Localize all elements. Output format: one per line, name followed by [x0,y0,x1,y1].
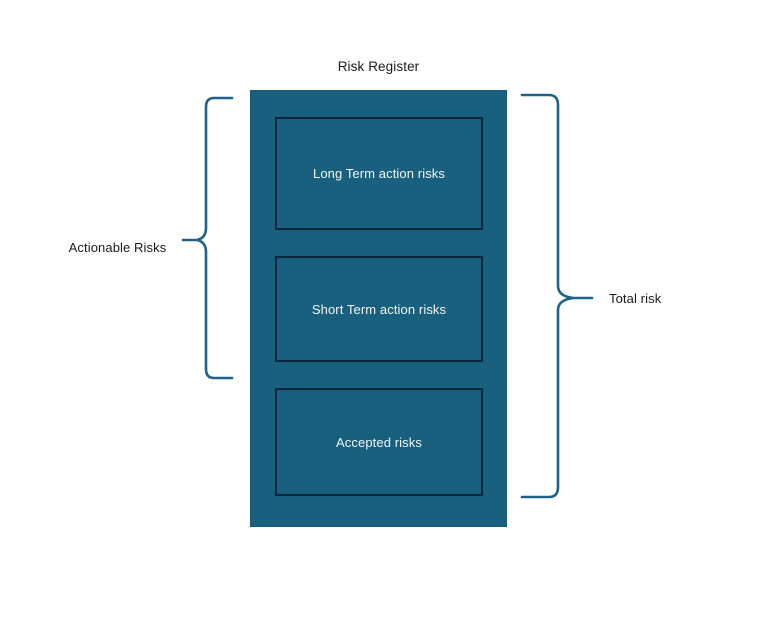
risk-box-accepted[interactable]: Accepted risks [275,388,483,496]
label-total-risk: Total risk [609,291,662,306]
risk-box-label: Short Term action risks [311,301,447,317]
risk-box-label: Long Term action risks [312,166,446,181]
label-actionable-risks: Actionable Risks [68,240,167,255]
risk-box-label: Accepted risks [336,434,422,450]
page-title: Risk Register [337,59,420,74]
risk-box-long-term[interactable]: Long Term action risks [275,117,483,230]
left-curly-brace-icon [195,96,234,380]
right-curly-brace-icon [520,93,575,499]
risk-box-short-term[interactable]: Short Term action risks [275,256,483,362]
